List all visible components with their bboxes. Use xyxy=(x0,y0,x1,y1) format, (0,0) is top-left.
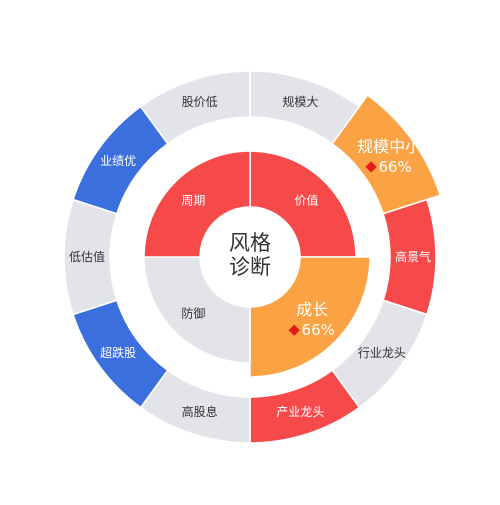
inner-1-segment[interactable] xyxy=(249,256,371,378)
outer-5-label: 高股息 xyxy=(182,404,218,419)
outer-2-label: 高景气 xyxy=(395,249,431,264)
outer-7-label: 低估值 xyxy=(69,249,105,264)
inner-3-segment[interactable] xyxy=(143,150,251,258)
inner-1-label: 成长 xyxy=(296,300,328,319)
inner-1-value-marker-icon xyxy=(288,324,300,336)
outer-1-label: 规模中小 xyxy=(357,137,421,156)
inner-1-value: 66% xyxy=(302,321,335,339)
inner-0-segment[interactable] xyxy=(249,150,357,258)
outer-4-label: 产业龙头 xyxy=(276,405,324,419)
inner-3-label: 周期 xyxy=(181,193,205,207)
inner-0-label: 价值 xyxy=(295,192,319,207)
center-title-line1: 风格 xyxy=(229,231,271,255)
outer-3-label: 行业龙头 xyxy=(358,346,406,360)
outer-1-value: 66% xyxy=(378,158,411,176)
outer-6-label: 超跌股 xyxy=(100,345,136,360)
center-label: 风格 诊断 xyxy=(229,231,271,279)
outer-0-label: 规模大 xyxy=(282,94,318,109)
outer-9-label: 股价低 xyxy=(182,95,218,109)
outer-9-segment[interactable] xyxy=(139,70,251,145)
outer-1-value-marker-icon xyxy=(365,161,377,173)
inner-2-label: 防御 xyxy=(181,306,205,321)
inner-2-segment[interactable] xyxy=(143,256,251,364)
center-title-line2: 诊断 xyxy=(229,255,271,279)
outer-8-label: 业绩优 xyxy=(100,154,136,168)
outer-1-segment[interactable] xyxy=(331,94,442,215)
